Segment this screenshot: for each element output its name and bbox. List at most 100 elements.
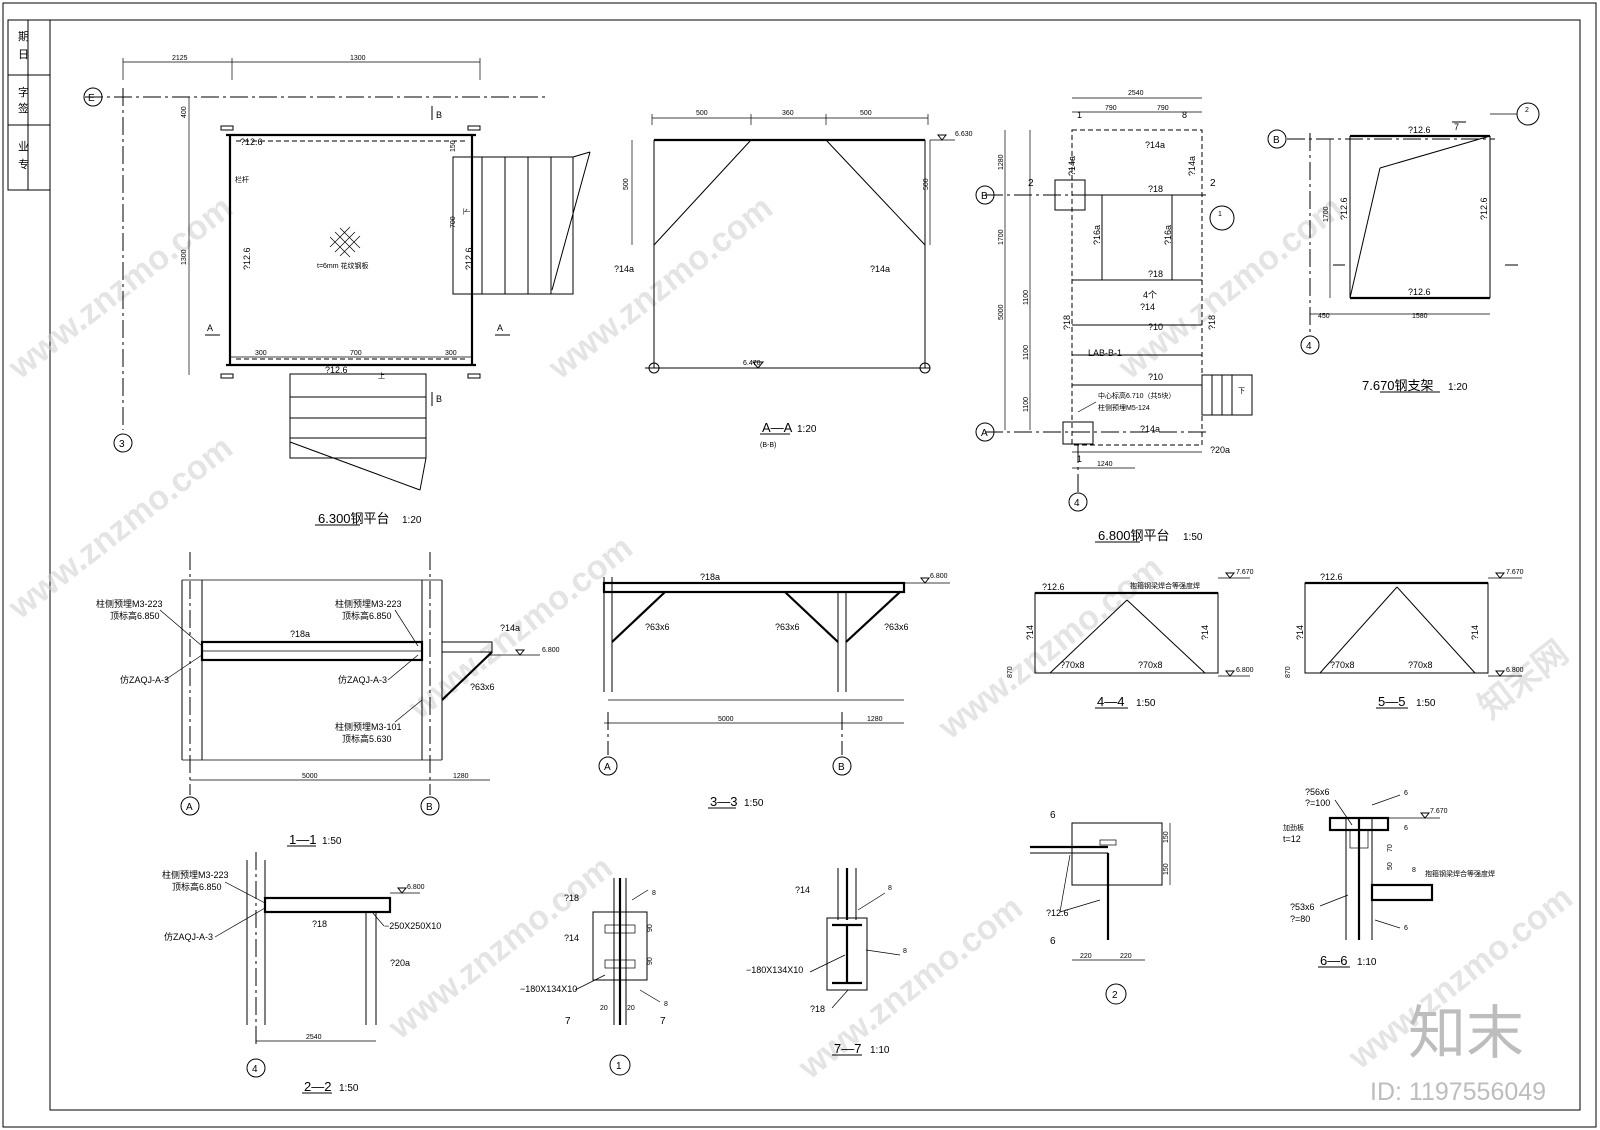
el-aa-bot: 6.470 <box>743 360 761 367</box>
label-44-top: ?12.6 <box>1042 582 1065 592</box>
title-section-22: 2—2 <box>304 1079 331 1094</box>
dim-7670-1580: 1580 <box>1412 313 1428 320</box>
view-section-66: ?56x6 ?=100 加劲板 t=12 ?53x6 ?=80 7.670 抱箍… <box>1283 787 1495 968</box>
dim-aa-500-right: 500 <box>860 110 872 117</box>
view-section-77: ?14 −180X134X10 ?18 8 8 7—7 1:10 <box>746 868 907 1056</box>
view-section-aa: 500 360 500 500 500 ?14a ?14a 6.630 6.47… <box>614 110 973 449</box>
scale-6800-platform: 1:50 <box>1183 532 1203 543</box>
view-section-33: ?18a ?63x6 ?63x6 ?63x6 6.800 5000 1280 A… <box>598 572 950 809</box>
label-6800-18-1: ?18 <box>1148 184 1163 194</box>
scale-section-77: 1:10 <box>870 1045 890 1056</box>
weld-d1-b: 8 <box>664 1001 668 1008</box>
axis-4-label-7670: 4 <box>1306 341 1312 352</box>
label-6800-14a-bot: ?14a <box>1140 424 1160 434</box>
axis-a-label-6800: A <box>981 428 988 439</box>
axis-4-label-22: 4 <box>252 1064 258 1075</box>
stair-bottom <box>289 373 427 491</box>
view-section-22: 柱侧预埋M3-223 顶标高6.850 ?18 仿ZAQJ-A-3 −250X2… <box>162 852 441 1094</box>
axis-b-label-6800: B <box>981 191 988 202</box>
label-6800-center-el: 中心标高6.710（共5块） <box>1098 391 1175 400</box>
el-11-6800: 6.800 <box>542 647 560 654</box>
dim-aa-500-left: 500 <box>696 110 708 117</box>
el-55-bot: 6.800 <box>1506 667 1524 674</box>
el-55-top: 7.670 <box>1506 569 1524 576</box>
dim-d1-90b: 90 <box>647 957 654 965</box>
dim-55-870: 870 <box>1285 666 1292 678</box>
cut-b-top: B <box>436 110 442 120</box>
title-section-11: 1—1 <box>289 832 316 847</box>
dim-d1-20a: 20 <box>600 1005 608 1012</box>
label-aa-right: ?14a <box>870 264 890 274</box>
label-22-col: ?20a <box>390 958 410 968</box>
label-6800-20a: ?20a <box>1210 445 1230 455</box>
label-55-top: ?12.6 <box>1320 572 1343 582</box>
callout-2-7670: 2 <box>1525 107 1529 114</box>
axis-b-label-7670: B <box>1273 135 1280 146</box>
axis-a-label-33: A <box>604 762 611 773</box>
scale-section-aa: 1:20 <box>797 424 817 435</box>
scale-6300-platform: 1:20 <box>402 515 422 526</box>
label-6800-cut1-top: 1 <box>1077 110 1082 120</box>
label-7670-right: ?12.6 <box>1479 197 1489 220</box>
title-section-33: 3—3 <box>710 794 737 809</box>
el-44-bot: 6.800 <box>1236 667 1254 674</box>
label-6800-16a-left: ?16a <box>1092 225 1102 245</box>
title-detail-2: 2 <box>1112 990 1118 1001</box>
dim-1700: 1700 <box>998 229 1005 245</box>
label-22-beam: ?18 <box>312 919 327 929</box>
dim-d2-150b: 150 <box>1163 863 1170 875</box>
label-6800-10-2: ?10 <box>1148 372 1163 382</box>
watermark-text-4: www.znzmo.com <box>1 428 240 626</box>
el-66-top: 7.670 <box>1430 808 1448 815</box>
label-22-el: 顶标高6.850 <box>172 881 222 892</box>
dim-d1-90a: 90 <box>647 924 654 932</box>
watermark-text-1: www.znzmo.com <box>1 188 240 386</box>
label-11-embed1: 柱侧预埋M3-223 <box>96 598 163 609</box>
weld-66-c: 6 <box>1404 925 1408 932</box>
label-66-t12: t=12 <box>1283 834 1301 844</box>
dim-300-left: 300 <box>255 350 267 357</box>
dim-1100-a: 1100 <box>1023 290 1030 305</box>
el-44-top: 7.670 <box>1236 569 1254 576</box>
label-11-el2: 顶标高6.850 <box>342 610 392 621</box>
cut-5-top: 7 <box>1454 122 1459 132</box>
dim-7670-1700: 1700 <box>1323 206 1330 222</box>
cut-2-left: 2 <box>1028 178 1034 189</box>
dim-d2-220a: 220 <box>1080 953 1092 960</box>
label-6300-up: 上 <box>378 371 385 380</box>
plate-symbol <box>329 226 361 258</box>
cut-6-top: 6 <box>1050 810 1056 821</box>
label-77-14: ?14 <box>795 885 810 895</box>
label-plate-6mm: t=6mm 花纹钢板 <box>317 261 369 270</box>
title-7670-frame: 7.670钢支架 <box>1362 378 1434 393</box>
label-6300-beam-left: ?12.6 <box>242 247 252 270</box>
view-section-44: ?12.6 抱箍钢梁焊合等强度焊 ?14 ?14 ?70x8 ?70x8 7.6… <box>1007 569 1254 709</box>
dim-150: 150 <box>450 140 457 152</box>
dim-44-870: 870 <box>1007 666 1014 678</box>
label-11-zaqj2: 仿ZAQJ-A-3 <box>338 674 387 685</box>
scale-section-11: 1:50 <box>322 836 342 847</box>
label-6800-cut1-bot: 1 <box>1077 454 1082 464</box>
dim-790-left: 790 <box>1105 105 1117 112</box>
dim-aa-500-v-left: 500 <box>623 178 630 190</box>
view-detail-2: ?12.6 6 6 150 150 220 220 2 <box>1030 810 1171 1005</box>
label-7670-left: ?12.6 <box>1339 197 1349 220</box>
scale-section-33: 1:50 <box>744 798 764 809</box>
cut-2-right: 2 <box>1210 178 1216 189</box>
label-6800-14a-top: ?14a <box>1145 140 1165 150</box>
watermark-logo: 知末 <box>1408 1001 1524 1066</box>
title-section-aa: A—A <box>762 420 793 435</box>
label-66-53: ?53x6 <box>1290 902 1315 912</box>
sidebar-char-1: 业 <box>18 140 29 153</box>
title-block: 专 业 签 字 日 期 <box>7 19 51 191</box>
scale-section-55: 1:50 <box>1416 698 1436 709</box>
sidebar-char-4: 日 <box>18 49 29 61</box>
label-44-a1: ?70x8 <box>1060 660 1085 670</box>
view-detail-1: ?18 ?14 −180X134X10 90 90 20 20 8 8 7 7 … <box>520 878 668 1076</box>
label-11-14a: ?14a <box>500 623 520 633</box>
title-6800-platform: 6.800钢平台 <box>1098 528 1170 543</box>
el-aa-top: 6.630 <box>955 131 973 138</box>
scale-7670-frame: 1:20 <box>1448 382 1468 393</box>
label-33-a3: ?63x6 <box>884 622 909 632</box>
